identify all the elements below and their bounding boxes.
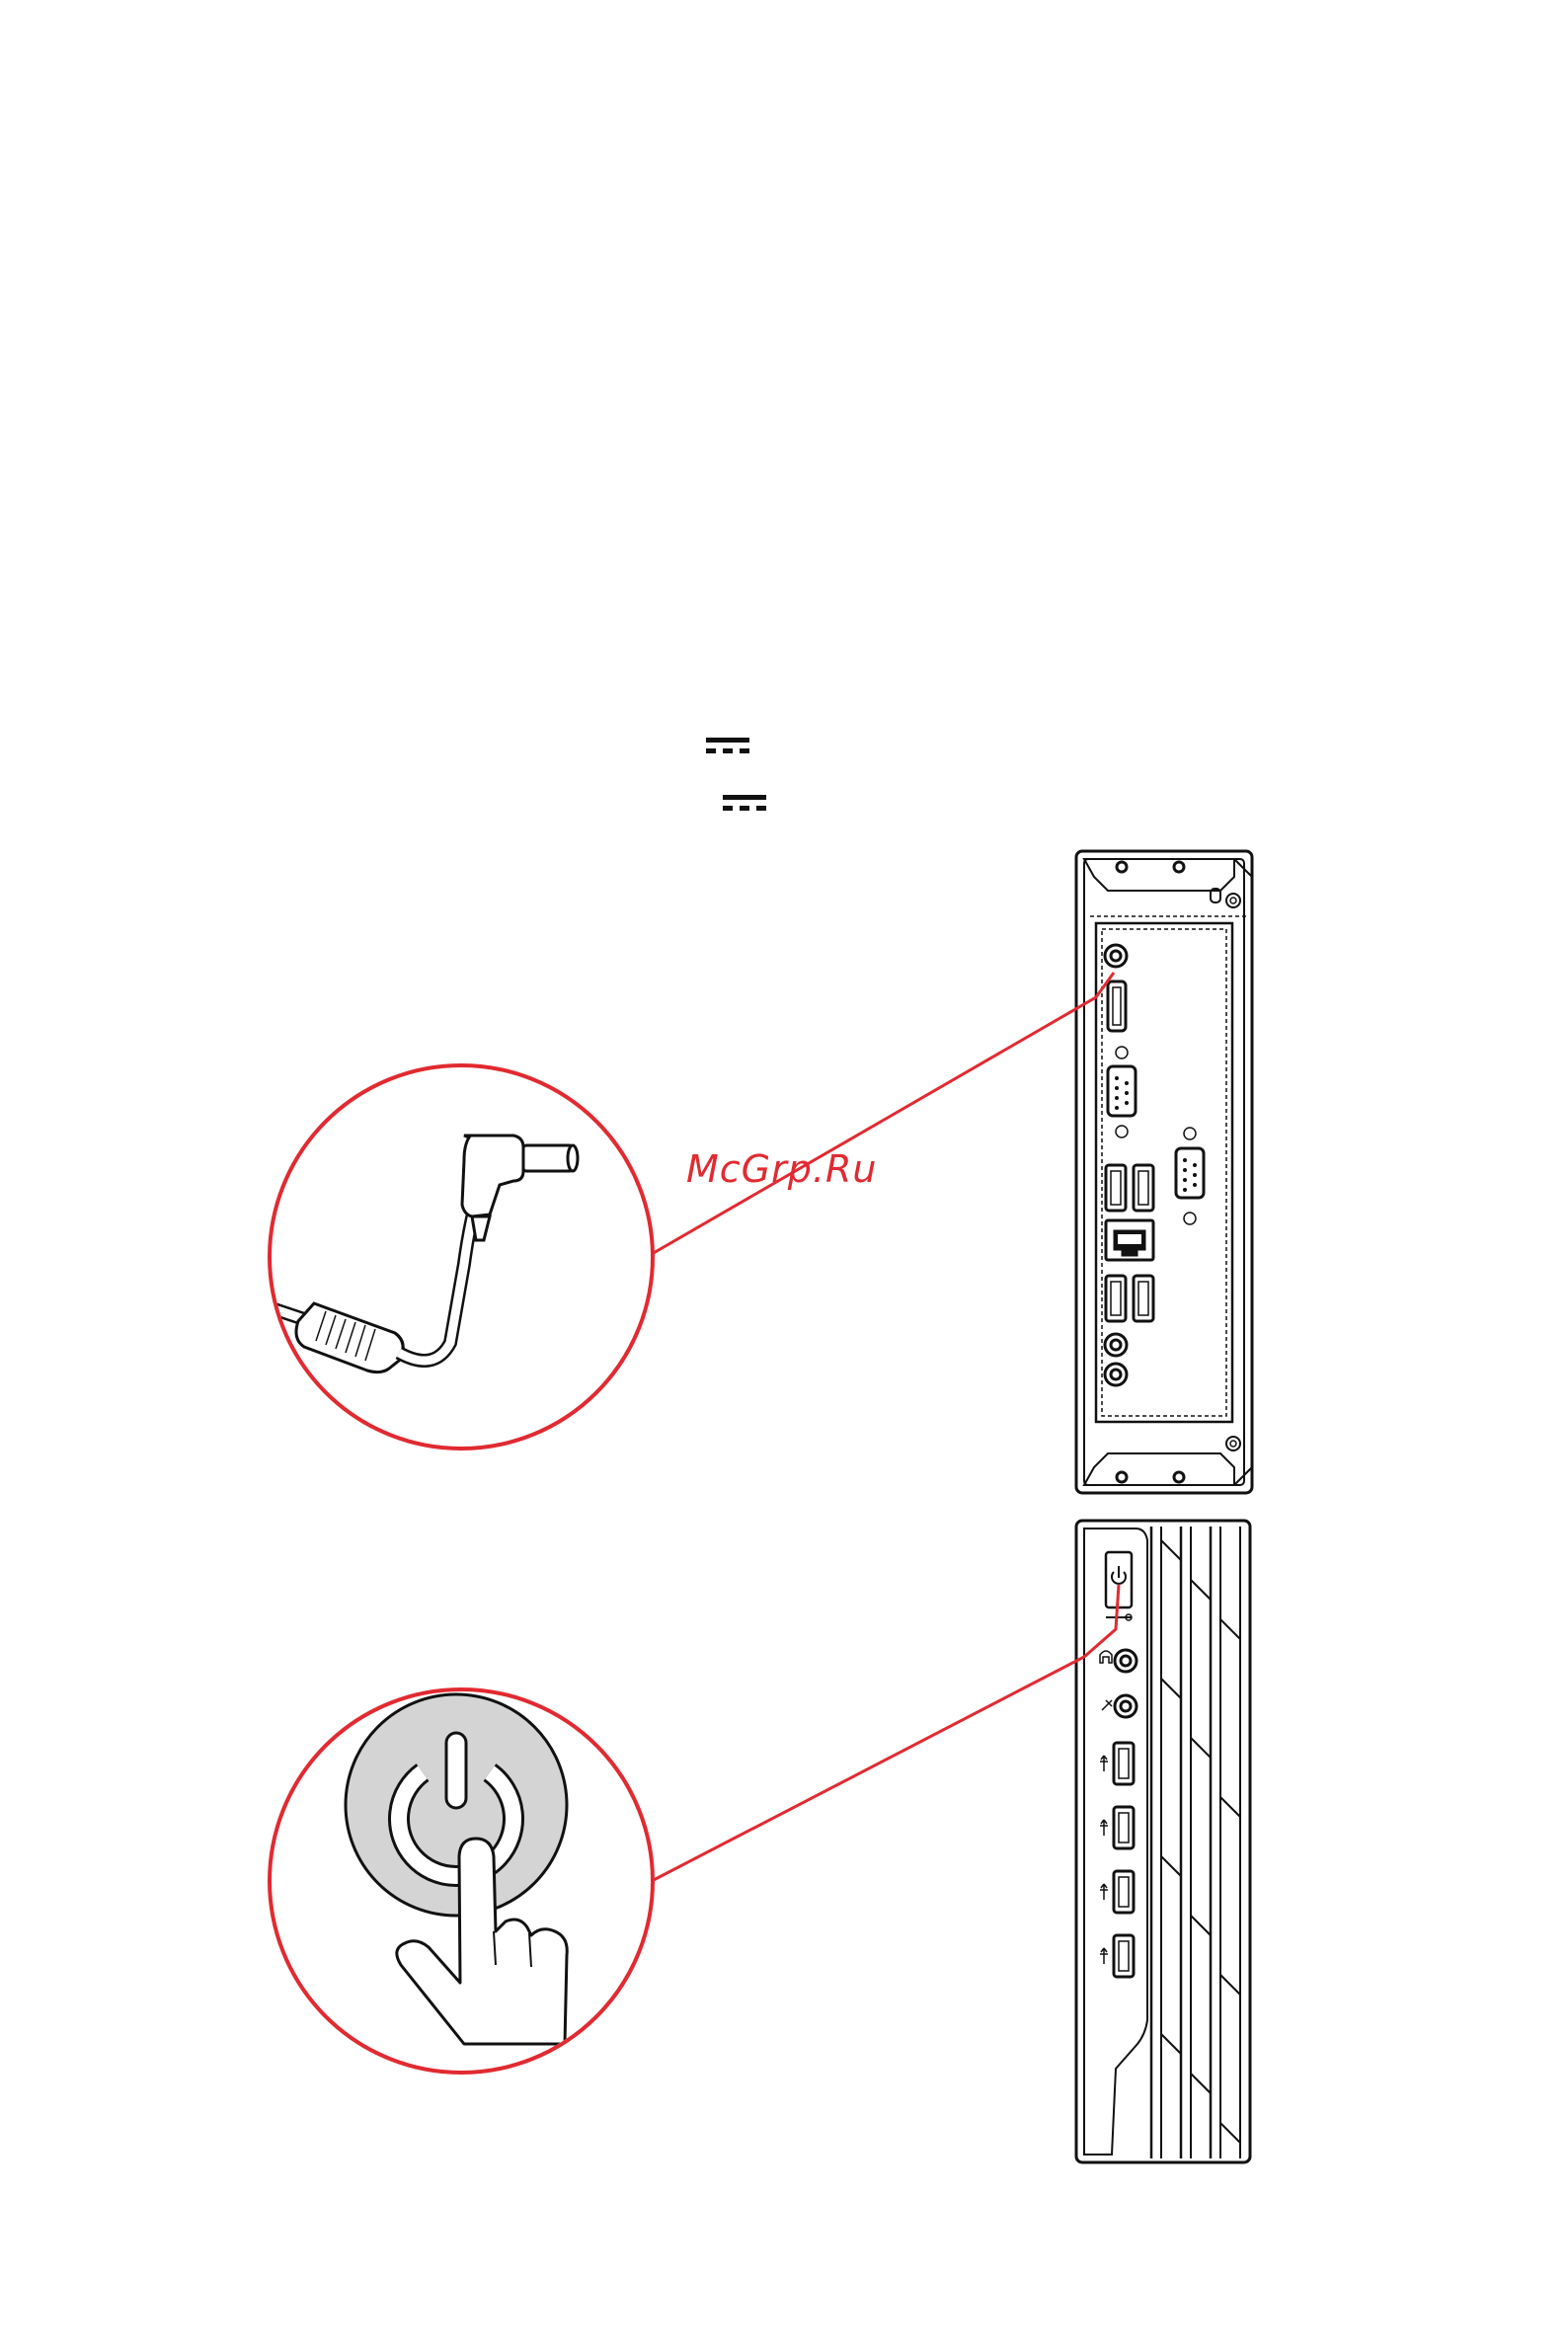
rear-callout-line (652, 973, 1114, 1254)
front-panel-illustration (1076, 1521, 1250, 2162)
front-callout-line (652, 1585, 1119, 1881)
dc-power-plug-icon (257, 1065, 653, 1449)
watermark-text: McGrp.Ru (686, 1147, 877, 1191)
power-button-press-icon (270, 1689, 653, 2073)
rear-panel-illustration (1076, 851, 1252, 1493)
